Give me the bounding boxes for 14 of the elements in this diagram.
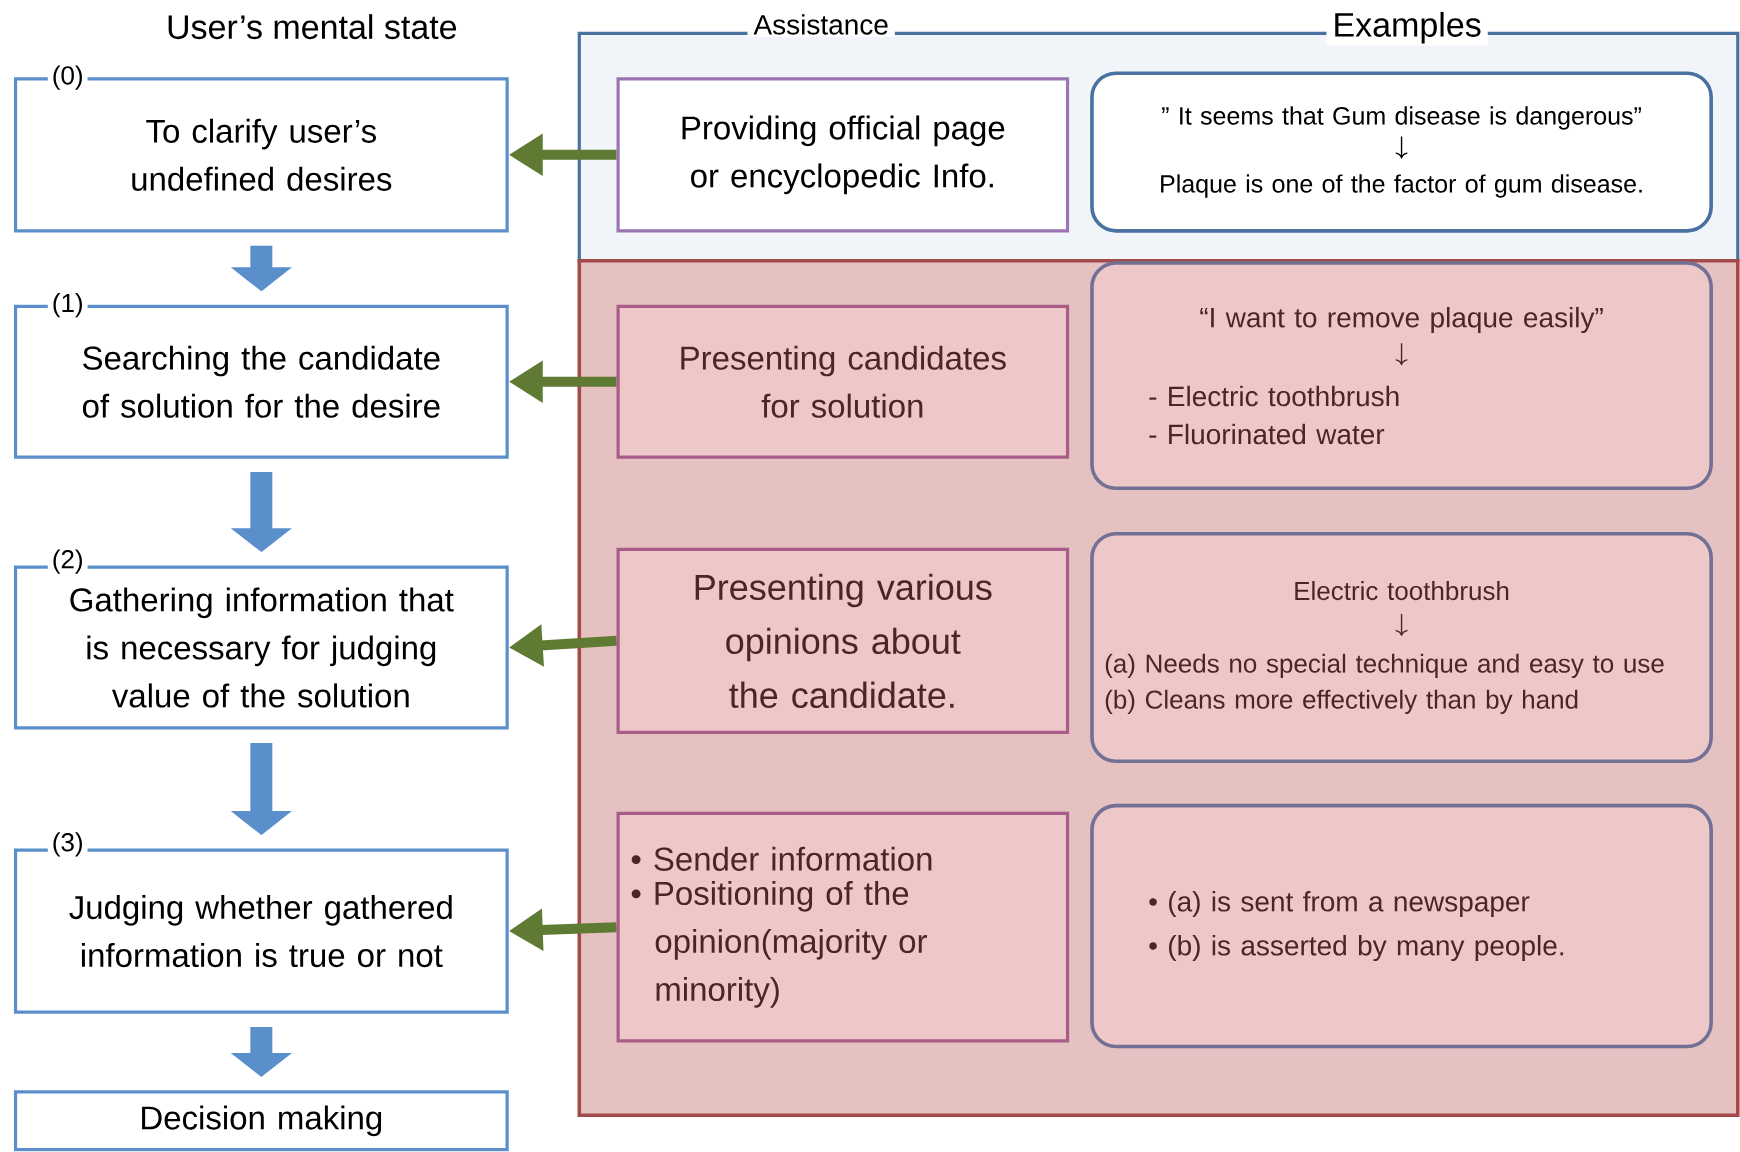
assistance-box: Presenting various opinions about the candidate. bbox=[616, 547, 1070, 735]
example-box: “I want to remove plaque easily” - Electric toothbrush - Fluorinated water bbox=[1090, 261, 1713, 491]
example-box: ” It seems that Gum disease is dangerous” Plaque is one of the factor of gum disease. bbox=[1090, 71, 1713, 233]
column-heading: Assistance bbox=[747, 12, 895, 37]
column-heading: User’s mental state bbox=[160, 12, 464, 42]
assistance-box: • Sender information • Positioning of the opinion(majority or minority) bbox=[616, 811, 1070, 1043]
step-box: Decision making bbox=[13, 1090, 509, 1152]
column-heading: Examples bbox=[1326, 9, 1488, 46]
step-number: (1) bbox=[47, 289, 88, 322]
example-box: • (a) is sent from a newspaper • (b) is asserted by many people. bbox=[1090, 803, 1713, 1049]
assistance-box: Presenting candidates for solution bbox=[616, 304, 1070, 459]
example-box: Electric toothbrush (a) Needs no special technique and easy to use (b) Cleans more effectively than by hand bbox=[1090, 532, 1713, 764]
step-number: (0) bbox=[47, 61, 88, 94]
assistance-box: Providing official page or encyclopedic Info. bbox=[616, 77, 1070, 233]
